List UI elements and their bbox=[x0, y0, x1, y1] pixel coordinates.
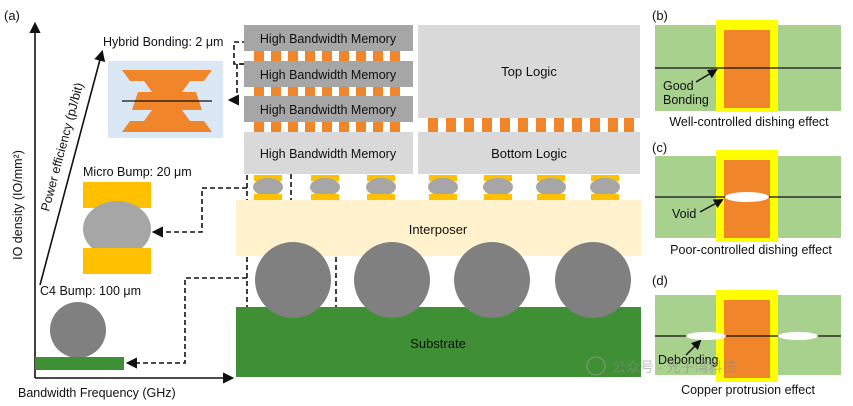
substrate-label: Substrate bbox=[410, 336, 466, 351]
callout-arrow-hybrid bbox=[227, 63, 245, 106]
hbm-base-die bbox=[244, 132, 413, 174]
substrate-block bbox=[236, 307, 641, 377]
good-bonding-line-2: Bonding bbox=[663, 93, 709, 107]
micro-bump-row bbox=[253, 175, 620, 200]
power-efficiency-arrow bbox=[39, 49, 106, 286]
logic-hybrid-pads bbox=[428, 118, 634, 132]
void-annotation: Void bbox=[672, 207, 696, 221]
c4-bump-illustration bbox=[35, 302, 124, 370]
x-axis-label: Bandwidth Frequency (GHz) bbox=[18, 386, 176, 400]
hybrid-bonding-label: Hybrid Bonding: 2 μm bbox=[103, 35, 223, 49]
panel-label-c: (c) bbox=[652, 140, 667, 155]
y-axis-label: IO density (IO/mm²) bbox=[11, 150, 25, 260]
c4-bump-label: C4 Bump: 100 μm bbox=[40, 284, 141, 298]
bottom-logic-die bbox=[418, 132, 640, 174]
inset-d-caption: Copper protrusion effect bbox=[681, 383, 815, 397]
panel-label-a: (a) bbox=[4, 8, 20, 23]
hybrid-bonding-pads bbox=[122, 70, 212, 132]
hbm-label-base: High Bandwidth Memory bbox=[260, 147, 397, 161]
logic-stack: Top Logic Bottom Logic bbox=[418, 25, 640, 174]
diagonal-label: Power efficiency (pJ/bit) bbox=[38, 81, 86, 213]
callout-arrow-micro bbox=[151, 187, 247, 238]
micro-bump-label: Micro Bump: 20 μm bbox=[83, 165, 192, 179]
inset-b-caption: Well-controlled dishing effect bbox=[669, 115, 829, 129]
micro-bump-illustration bbox=[83, 182, 151, 274]
watermark-text: 公众号 · 光子湾科技 bbox=[612, 359, 736, 375]
debond-gap-left bbox=[686, 332, 726, 340]
inset-c-caption: Poor-controlled dishing effect bbox=[670, 243, 832, 257]
inset-d: Debonding bbox=[655, 290, 841, 382]
watermark: 公众号 · 光子湾科技 bbox=[586, 356, 736, 376]
hbm-die-2 bbox=[244, 61, 413, 87]
hbm-label-1: High Bandwidth Memory bbox=[260, 32, 397, 46]
panel-label-d: (d) bbox=[652, 273, 668, 288]
debonding-annotation: Debonding bbox=[658, 353, 719, 367]
hbm-die-1 bbox=[244, 25, 413, 51]
hbm-label-2: High Bandwidth Memory bbox=[260, 68, 397, 82]
bottom-logic-label: Bottom Logic bbox=[491, 146, 567, 161]
callout-arrow-c4 bbox=[125, 277, 247, 369]
interposer-label: Interposer bbox=[409, 222, 468, 237]
top-logic-die bbox=[418, 25, 640, 118]
debond-gap-right bbox=[778, 332, 818, 340]
panel-label-b: (b) bbox=[652, 8, 668, 23]
hbm-die-3 bbox=[244, 96, 413, 122]
inset-c: Void bbox=[655, 150, 841, 242]
hbm-hybrid-pads bbox=[254, 51, 400, 132]
hbm-stack: High Bandwidth Memory High Bandwidth Mem… bbox=[244, 25, 413, 174]
top-logic-label: Top Logic bbox=[501, 64, 557, 79]
c4-bump-row bbox=[255, 242, 631, 318]
wechat-icon bbox=[586, 356, 606, 376]
good-bonding-line-1: Good bbox=[663, 79, 694, 93]
void-shape bbox=[725, 192, 769, 202]
hbm-label-3: High Bandwidth Memory bbox=[260, 103, 397, 117]
inset-b: Good Bonding bbox=[655, 20, 841, 112]
